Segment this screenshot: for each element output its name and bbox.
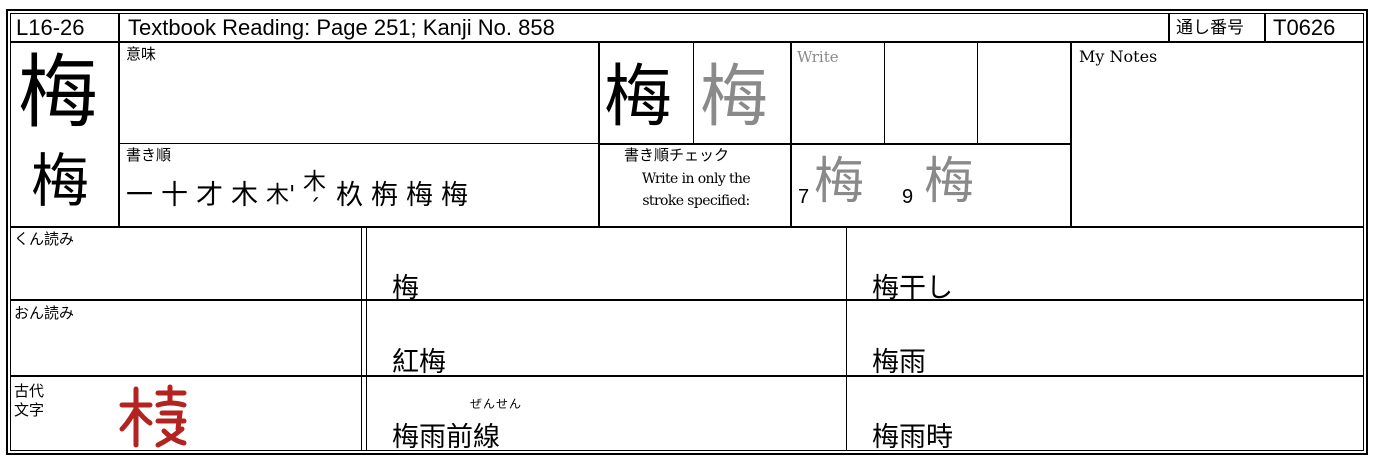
- seal-script-glyph: [119, 384, 187, 448]
- stroke-check-label: 書き順チェック: [624, 146, 730, 164]
- kun-reading-label: くん読み: [14, 230, 75, 248]
- ancient-script-label: 古代 文字: [14, 382, 44, 420]
- furigana: ぜんせん: [470, 397, 523, 411]
- write-box-1[interactable]: [792, 58, 882, 140]
- write-box-3[interactable]: [979, 43, 1069, 142]
- stroke-check-kanji: 梅: [814, 152, 864, 210]
- my-notes-label: My Notes: [1079, 47, 1158, 66]
- write-box-2[interactable]: [886, 43, 976, 142]
- page-title: Textbook Reading: Page 251; Kanji No. 85…: [128, 15, 555, 40]
- main-kanji: 梅: [18, 46, 98, 139]
- vocab-word: 梅干し: [872, 273, 953, 304]
- stroke-step: 才: [196, 179, 223, 211]
- vocab-word: 梅雨: [872, 347, 926, 378]
- stroke-step: 梅: [441, 179, 468, 211]
- stroke-check-number: 9: [902, 186, 914, 208]
- stroke-step: 一: [126, 179, 153, 211]
- vocab-word: 紅梅: [392, 347, 446, 378]
- ancient-script-label-2: 文字: [14, 401, 45, 419]
- stroke-step: 栴: [371, 179, 398, 211]
- lesson-code: L16-26: [16, 15, 85, 40]
- vocab-word: 梅雨前線: [392, 422, 500, 453]
- ancient-script-label-1: 古代: [14, 382, 45, 400]
- vocab-word: 梅雨時: [872, 422, 953, 453]
- stroke-check-number: 7: [798, 186, 810, 208]
- practice-kanji-trace: 梅: [700, 58, 769, 137]
- practice-kanji-solid: 梅: [604, 58, 673, 137]
- serial-label: 通し番号: [1176, 18, 1244, 38]
- stroke-step: 木´: [303, 169, 326, 222]
- stroke-step: 木: [231, 179, 258, 211]
- my-notes-area[interactable]: [1074, 70, 1362, 224]
- stroke-step: 十: [161, 179, 188, 211]
- sample-kanji: 梅: [31, 147, 90, 215]
- stroke-order-sequence: 一 十 才 木 木' 木´ 杦 栴 梅 梅: [126, 169, 546, 222]
- stroke-check-kanji: 梅: [924, 152, 974, 210]
- stroke-order-label: 書き順: [126, 146, 172, 164]
- stroke-step: 杦: [336, 179, 363, 211]
- serial-value: T0626: [1273, 15, 1336, 40]
- stroke-check-instruction-1: Write in only the: [641, 171, 751, 187]
- vocab-word: 梅: [392, 273, 419, 304]
- on-reading-label: おん読み: [14, 304, 75, 322]
- stroke-step: 木': [266, 182, 296, 208]
- stroke-check-instruction-2: stroke specified:: [642, 193, 750, 209]
- write-label: Write: [797, 48, 839, 66]
- stroke-step: 梅: [406, 179, 433, 211]
- meaning-label: 意味: [126, 45, 157, 63]
